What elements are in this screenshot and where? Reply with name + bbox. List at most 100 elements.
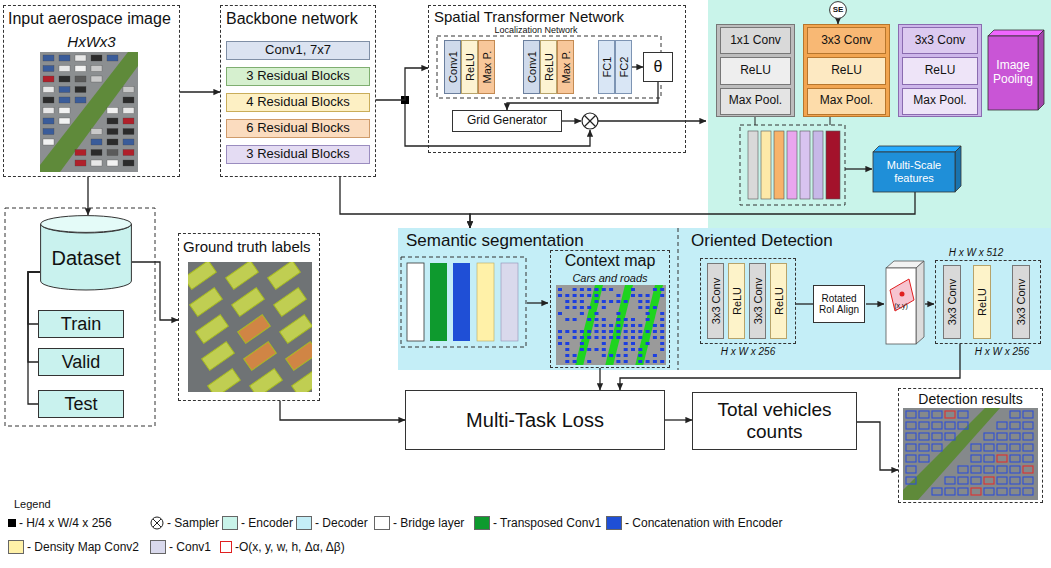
illustration-shape	[1023, 433, 1033, 440]
cylinder-body	[41, 224, 132, 290]
illustration-shape	[602, 336, 606, 339]
illustration-shape	[558, 342, 562, 345]
node-text: Max P.	[481, 51, 492, 84]
illustration-shape	[997, 455, 1007, 462]
node-subtext: Max Pool.	[720, 88, 791, 115]
legend-text: - Conv1	[169, 540, 211, 554]
legend-text: - Encoder	[241, 516, 293, 530]
illustration-shape	[660, 360, 664, 363]
node-text: Ground truth labels	[182, 237, 316, 257]
ground-truth-image	[188, 262, 312, 392]
illustration-shape	[609, 336, 613, 339]
illustration-shape	[624, 324, 628, 327]
node-text: Conv1, 7x7	[227, 42, 369, 59]
illustration-shape	[238, 315, 271, 344]
illustration-shape	[43, 129, 54, 135]
illustration-shape	[958, 477, 968, 484]
encoder-block: 3x3 ConvReLUMax Pool.	[803, 24, 890, 117]
localization-frame	[437, 36, 661, 98]
illustration-shape	[958, 488, 968, 495]
illustration-shape	[653, 336, 657, 339]
layer-bar: 3x3 Conv	[749, 263, 766, 339]
illustration-shape	[573, 360, 577, 363]
ground-truth-panel: Ground truth labels	[178, 233, 320, 401]
illustration-shape	[558, 312, 562, 315]
input-aerial-image	[40, 52, 138, 172]
illustration-shape	[906, 411, 916, 418]
illustration-shape	[107, 55, 118, 61]
node-text: 3x3 Conv	[807, 27, 886, 54]
connector	[796, 303, 813, 304]
encoder-wire	[830, 117, 831, 125]
rotated-feature-figure	[886, 261, 924, 344]
node-text: Semantic segmentation	[405, 230, 625, 251]
illustration-shape	[250, 369, 283, 392]
illustration-shape	[646, 300, 650, 303]
illustration-shape	[123, 160, 134, 166]
illustration-shape	[616, 318, 620, 321]
decoder-stack-frame	[401, 257, 526, 347]
block-side	[1038, 30, 1044, 110]
block-top	[873, 146, 961, 152]
split-box: Train	[38, 310, 124, 338]
conv-stack: 3x3 ConvReLU3x3 ConvH x W x 512H x W x 2…	[935, 260, 1041, 344]
node-text: Spatial Transformer Network	[433, 7, 683, 26]
legend-text: - Decoder	[315, 516, 368, 530]
node-text: Rotated RoI Align	[814, 286, 864, 322]
dataset-cylinder: Dataset	[40, 215, 132, 290]
illustration-shape	[602, 288, 606, 291]
sampler-cross	[585, 116, 596, 127]
illustration-shape	[580, 342, 584, 345]
illustration-shape	[616, 354, 620, 357]
illustration-shape	[624, 330, 628, 333]
node-subtext: Max Pool.	[807, 88, 886, 115]
illustration-shape	[587, 336, 591, 339]
illustration-shape	[202, 342, 235, 371]
illustration-shape	[595, 324, 599, 327]
illustration-shape	[580, 330, 584, 333]
illustration-shape	[997, 444, 1007, 451]
illustration-shape	[800, 131, 810, 199]
legend-swatch	[222, 516, 238, 530]
legend-swatch	[374, 516, 390, 530]
illustration-shape	[196, 315, 229, 344]
illustration-shape	[40, 52, 138, 172]
illustration-shape	[91, 76, 102, 82]
illustration-shape	[573, 294, 577, 297]
illustration-shape	[932, 411, 942, 418]
illustration-shape	[616, 360, 620, 363]
legend-text: - Transposed Conv1	[493, 516, 601, 530]
illustration-shape	[123, 87, 134, 93]
legend-text: - H/4 x W/4 x 256	[19, 516, 112, 530]
illustration-shape	[75, 76, 86, 82]
loss-box: Multi-Task Loss	[405, 390, 665, 450]
encoder-region	[708, 0, 1051, 228]
stn-panel: Conv1ReLUMax P.Conv1ReLUMax P.FC1FC2θGri…	[428, 5, 686, 153]
illustration-shape	[558, 285, 664, 365]
multiscale-block: Multi-Scale features	[873, 146, 961, 192]
illustration-shape	[580, 294, 584, 297]
sampler-cross	[585, 116, 596, 127]
illustration-shape	[587, 306, 591, 309]
illustration-shape	[587, 360, 591, 363]
illustration-shape	[587, 294, 591, 297]
illustration-shape	[59, 108, 70, 114]
illustration-shape	[1010, 444, 1020, 451]
illustration-shape	[1010, 411, 1020, 418]
illustration-shape	[43, 118, 54, 124]
illustration-shape	[984, 488, 994, 495]
illustration-shape	[602, 324, 606, 327]
illustration-shape	[646, 312, 650, 315]
node-subtext: ReLU	[720, 57, 791, 84]
illustration-shape	[1010, 477, 1020, 484]
illustration-shape	[971, 466, 981, 473]
context-map-panel: Context mapCars and roads	[550, 250, 670, 368]
illustration-shape	[660, 342, 664, 345]
node-text: 3x3 Conv	[947, 279, 958, 325]
node-subtext: ReLU	[902, 57, 978, 84]
illustration-shape	[919, 455, 929, 462]
illustration-shape	[971, 488, 981, 495]
illustration-shape	[580, 348, 584, 351]
illustration-shape	[59, 55, 70, 61]
illustration-shape	[91, 129, 102, 135]
